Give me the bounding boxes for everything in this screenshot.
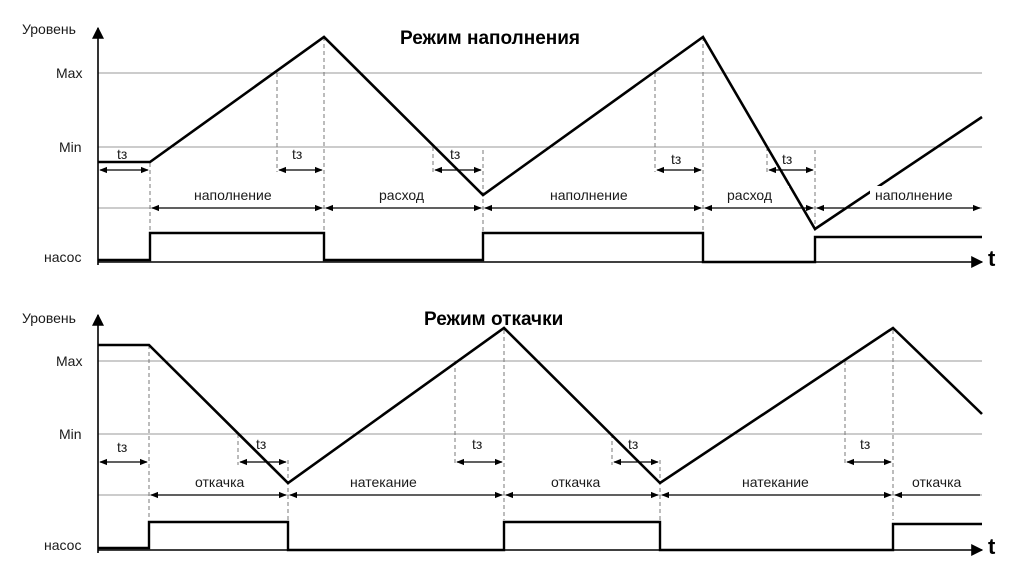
phase-label-bg [545,186,645,204]
phase-label: наполнение [875,187,953,203]
panel-pump-out-mode: Уровень Max Min насос t Режим откачки tз… [22,309,996,559]
pump-label: насос [44,537,81,553]
delay-label: tз [860,436,870,452]
delay-label: tз [256,436,266,452]
phase-label-bg [190,186,290,204]
min-label: Min [59,426,82,442]
delay-label: tз [671,151,681,167]
delay-label: tз [117,146,127,162]
level-axis-label: Уровень [22,310,76,326]
phase-label-bg [723,186,789,204]
phase-label: откачка [195,474,245,490]
phase-label-bg [908,473,978,491]
phase-label-bg [374,186,440,204]
phase-label-bg [344,473,454,491]
max-label: Max [56,65,82,81]
delay-label: tз [472,436,482,452]
pump-label: насос [44,249,81,265]
delay-label: tз [292,146,302,162]
level-signal [98,326,983,485]
delay-label: tз [782,151,792,167]
phase-label: наполнение [550,187,628,203]
delay-label: tз [117,439,127,455]
time-axis-label: t [988,534,996,559]
panel-fill-mode: Уровень Max Min насос t Режим наполнения… [22,21,996,271]
level-axis-label: Уровень [22,21,76,37]
phase-label: откачка [912,474,962,490]
pump-signal [98,231,982,264]
phase-label-bg [870,186,974,204]
delay-label: tз [628,436,638,452]
phase-label: откачка [551,474,601,490]
level-signal [98,35,983,231]
phase-label: расход [727,187,772,203]
phase-label: натекание [742,474,809,490]
time-axis-label: t [988,246,996,271]
min-label: Min [59,139,82,155]
phase-label-bg [190,473,260,491]
pump-signal [98,520,982,552]
phase-label-bg [546,473,616,491]
delay-label: tз [450,146,460,162]
phase-label: расход [379,187,424,203]
phase-label-bg [736,473,846,491]
panel-title: Режим наполнения [400,28,580,49]
phase-label: натекание [350,474,417,490]
panel-title: Режим откачки [424,309,563,330]
phase-label: наполнение [194,187,272,203]
max-label: Max [56,353,82,369]
